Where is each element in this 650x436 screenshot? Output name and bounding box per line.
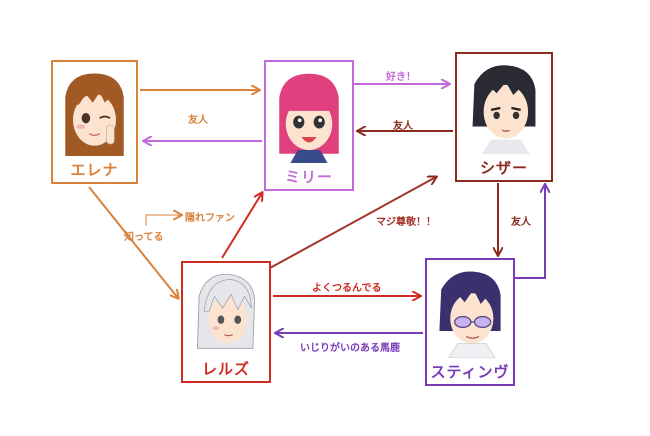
- portrait-millie: [276, 70, 342, 163]
- portrait-sting: [437, 268, 503, 358]
- label-reruzu-to-caesar: マジ尊敬！！: [376, 217, 436, 228]
- name-sting: スティンヴ: [430, 363, 510, 381]
- card-millie: ミリー: [264, 60, 354, 191]
- card-caesar: シザー: [455, 52, 553, 182]
- portrait-reruzu: [193, 271, 259, 355]
- label-elena-to-reruzu: 知ってる: [124, 232, 164, 243]
- card-elena: エレナ: [51, 60, 138, 184]
- label-caesar-sting: 友人: [511, 217, 531, 228]
- portrait-caesar: [467, 62, 541, 154]
- name-elena: エレナ: [70, 161, 119, 179]
- label-reruzu-to-sting: よくつるんでる: [312, 283, 382, 294]
- card-sting: スティンヴ: [425, 258, 515, 386]
- label-sting-to-reruzu: いじりがいのある馬鹿: [300, 343, 400, 354]
- label-hidden-fan: 隠れファン: [185, 213, 235, 224]
- label-millie-to-caesar: 好き！: [386, 72, 416, 83]
- arrow-sting-to-caesar: [513, 185, 545, 279]
- arrow-reruzu-to-millie: [221, 193, 262, 259]
- arrow-reruzu-to-caesar: [269, 177, 436, 269]
- portrait-elena: [63, 70, 126, 156]
- label-elena-to-millie: 友人: [188, 115, 208, 126]
- name-caesar: シザー: [479, 159, 528, 177]
- arrow-hidden-fan: [145, 215, 181, 226]
- card-reruzu: レルズ: [181, 261, 271, 383]
- arrow-elena-to-reruzu: [88, 186, 178, 298]
- label-caesar-to-millie: 友人: [393, 121, 413, 132]
- name-millie: ミリー: [284, 168, 333, 186]
- name-reruzu: レルズ: [201, 360, 250, 378]
